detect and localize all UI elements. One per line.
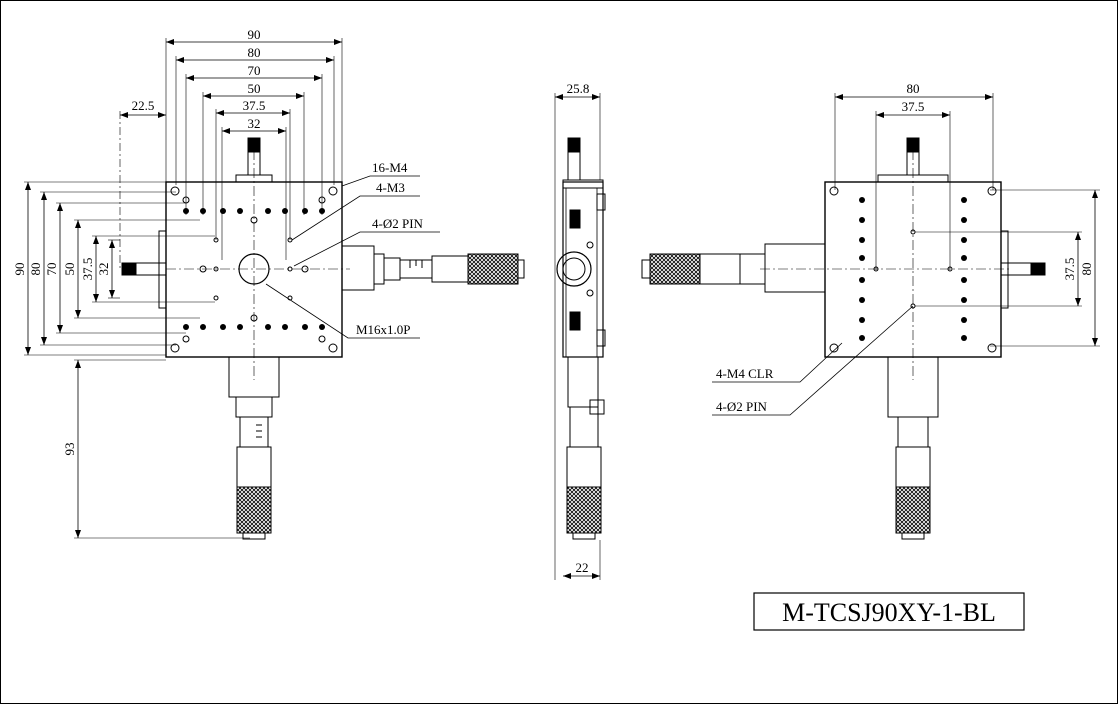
dim-70-top: 70 <box>248 63 261 78</box>
dim-22-5: 22.5 <box>132 98 155 113</box>
dim-80-back-top: 80 <box>907 81 920 96</box>
dim-93: 93 <box>62 443 77 456</box>
model-name: M-TCSJ90XY-1-BL <box>782 598 996 627</box>
dim-37-5-left: 37.5 <box>80 258 95 281</box>
back-view-labels: 80 37.5 80 37.5 4-M4 CLR 4-Ø2 PIN <box>716 81 1094 414</box>
dim-37-5-back-top: 37.5 <box>902 99 925 114</box>
dim-25-8: 25.8 <box>567 81 590 96</box>
callout-4-m4-clr: 4-M4 CLR <box>716 366 774 381</box>
callout-4-pin: 4-Ø2 PIN <box>372 216 424 231</box>
front-center-hole <box>238 253 270 285</box>
dim-22: 22 <box>576 560 589 575</box>
front-left-dimensions <box>24 181 250 539</box>
model-name-box <box>753 592 1025 631</box>
dim-70-left: 70 <box>44 263 59 276</box>
dim-80-top: 80 <box>248 45 261 60</box>
front-leaders <box>265 175 440 339</box>
dim-90-left: 90 <box>12 263 27 276</box>
dim-80-back-right: 80 <box>1079 263 1094 276</box>
side-view-labels: 25.8 22 <box>567 81 590 575</box>
dim-90-top: 90 <box>248 27 261 42</box>
callout-m16: M16x1.0P <box>356 322 411 337</box>
back-view <box>641 93 1100 540</box>
front-m4-holes <box>183 208 325 330</box>
dim-80-left: 80 <box>28 263 43 276</box>
front-bottom-micrometer <box>228 356 280 540</box>
front-right-micrometer <box>341 245 525 291</box>
dim-50-left: 50 <box>62 263 77 276</box>
front-top-dimensions <box>119 38 343 270</box>
callout-16-m4: 16-M4 <box>372 160 408 175</box>
front-small-holes <box>182 196 326 343</box>
dim-37-5-top: 37.5 <box>243 98 266 113</box>
front-view <box>24 38 525 540</box>
dim-50-top: 50 <box>248 81 261 96</box>
front-view-labels: 90 80 70 50 37.5 32 22.5 90 80 70 50 37.… <box>12 27 424 456</box>
dim-37-5-back-right: 37.5 <box>1062 258 1077 281</box>
callout-back-4-pin: 4-Ø2 PIN <box>716 399 768 414</box>
side-view <box>554 93 606 580</box>
dim-32-top: 32 <box>248 116 261 131</box>
callout-4-m3: 4-M3 <box>376 180 405 195</box>
dim-32-left: 32 <box>96 263 111 276</box>
